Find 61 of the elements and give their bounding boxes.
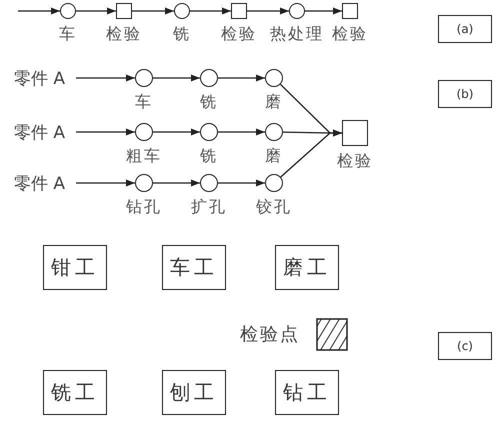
arrow [76,180,135,186]
arrow [153,74,200,82]
inspection-square [342,3,358,19]
operation-circle [200,123,218,141]
arrow [132,8,174,14]
arrow [76,128,135,136]
workshop-box: 铣工 [43,370,107,415]
operation-circle [265,69,283,87]
inspection-square [342,120,368,146]
operation-circle [135,69,153,87]
arrow [218,180,265,186]
operation-circle [289,3,305,19]
operation-circle [265,123,283,141]
operation-circle [135,174,153,192]
step-label: 热处理 [270,24,324,45]
arrow [305,8,342,14]
part-label: 零件 A [14,172,66,194]
step-label: 车 [59,24,77,45]
workshop-box: 刨工 [162,370,226,415]
arrow [190,8,231,14]
step-label: 粗车 [126,146,162,167]
arrow [153,128,200,136]
panel-tag: (c) [438,332,492,360]
operation-circle [174,3,190,19]
step-label: 车 [135,92,153,113]
workshop-box: 车工 [162,245,226,290]
step-label: 钻孔 [126,197,162,218]
arrow [247,8,289,14]
operation-circle [60,3,76,19]
step-label: 检验 [221,24,257,45]
panel-tag: (a) [438,15,492,43]
arrow [18,8,60,14]
workshop-box: 钻工 [275,370,339,415]
step-label: 铰孔 [256,197,292,218]
operation-circle [200,174,218,192]
step-label: 检验 [337,151,373,172]
arrow [153,180,200,186]
inspection-square [231,3,247,19]
operation-circle [135,123,153,141]
legend-label: 检验点 [240,323,300,346]
operation-circle [200,69,218,87]
step-label: 铣 [173,24,191,45]
panel-tag: (b) [438,80,492,108]
arrow [218,128,265,136]
workshop-box: 磨工 [275,245,339,290]
step-label: 铣 [200,146,218,167]
arrow [218,74,265,82]
step-label: 检验 [332,24,368,45]
step-label: 磨 [265,146,283,167]
part-label: 零件 A [14,121,66,143]
step-label: 检验 [106,24,142,45]
arrow [76,74,135,82]
step-label: 磨 [265,92,283,113]
workshop-box: 钳工 [43,245,107,290]
step-label: 铣 [200,92,218,113]
arrow [76,8,116,14]
arrow [280,130,342,178]
operation-circle [265,174,283,192]
inspection-square [116,3,132,19]
part-label: 零件 A [14,67,66,89]
step-label: 扩孔 [191,197,227,218]
